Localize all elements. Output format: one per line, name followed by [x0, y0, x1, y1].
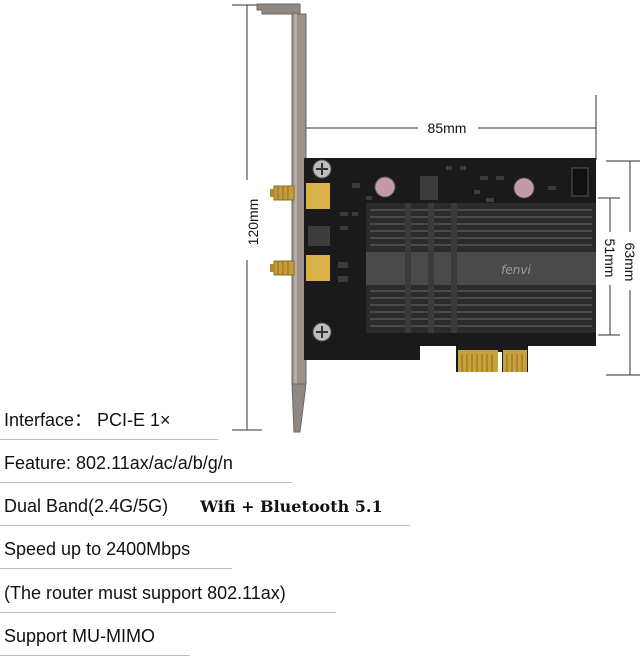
spec-dual-band-text: Dual Band(2.4G/5G)	[4, 496, 169, 516]
heatsink-brand-logo: fenvi	[501, 263, 531, 277]
spec-interface: Interface： PCI-E 1×	[0, 400, 218, 440]
spec-mimo-text: Support MU-MIMO	[4, 626, 156, 646]
dimension-51mm-label: 51mm	[602, 239, 618, 278]
spec-dual-band: Dual Band(2.4G/5G) Wifi + Bluetooth 5.1	[0, 486, 410, 526]
spec-mimo: Support MU-MIMO	[0, 616, 190, 656]
product-diagram: 120mm 85mm 63mm 51mm	[232, 3, 640, 433]
spec-router-note: (The router must support 802.11ax)	[0, 573, 336, 613]
dimension-120mm-label: 120mm	[245, 199, 261, 246]
dimension-85mm-label: 85mm	[428, 120, 467, 136]
divider	[0, 525, 410, 526]
divider	[0, 568, 232, 569]
pci-bracket	[256, 3, 307, 433]
spec-interface-text: Interface： PCI-E 1×	[4, 410, 171, 430]
dimension-63mm-label: 63mm	[622, 243, 638, 282]
spec-feature: Feature: 802.11ax/ac/a/b/g/n	[0, 443, 292, 483]
divider	[0, 612, 336, 613]
spec-speed-text: Speed up to 2400Mbps	[4, 539, 191, 559]
antenna-connector-top	[270, 185, 295, 201]
dimension-63mm: 63mm	[606, 160, 640, 376]
antenna-connector-bottom	[270, 260, 295, 276]
heatsink: fenvi	[366, 203, 596, 333]
divider	[0, 482, 292, 483]
spec-router-note-text: (The router must support 802.11ax)	[4, 583, 286, 603]
dimension-85mm: 85mm	[305, 95, 597, 160]
spec-wifi-bluetooth-text: Wifi + Bluetooth 5.1	[200, 497, 383, 516]
pcie-connector	[458, 350, 498, 372]
spec-speed: Speed up to 2400Mbps	[0, 529, 232, 569]
dimension-120mm: 120mm	[232, 4, 262, 431]
dimension-51mm: 51mm	[598, 197, 620, 336]
spec-feature-text: Feature: 802.11ax/ac/a/b/g/n	[4, 453, 233, 473]
divider	[0, 439, 218, 440]
